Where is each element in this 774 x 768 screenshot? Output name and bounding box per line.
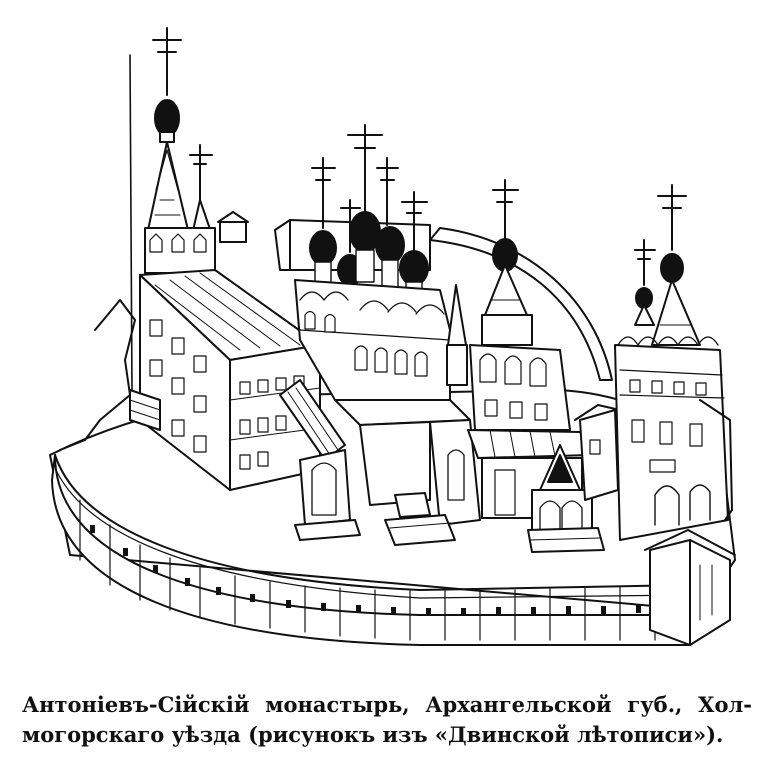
cliff-edge [59,299,136,451]
caption-line-1: Антонiевъ-Сiйскiй монастырь, Архангельск… [22,692,752,717]
left-bell-tower [144,27,216,274]
central-cathedral [294,124,468,401]
gate-church [614,184,733,541]
right-low-building [574,404,621,501]
tall-pole [129,54,133,391]
central-lower-buildings [334,399,481,546]
small-chapel [527,444,605,553]
porch [279,379,361,541]
monastery-illustration [49,27,736,646]
caption: Антонiевъ-Сiйскiй монастырь, Архангельск… [22,690,752,750]
small-house [217,211,249,243]
corner-wall-tower [644,529,736,646]
right-church [467,179,593,519]
caption-line-2: могорскаго уѣзда (рисунокъ изъ «Двинской… [22,722,724,747]
